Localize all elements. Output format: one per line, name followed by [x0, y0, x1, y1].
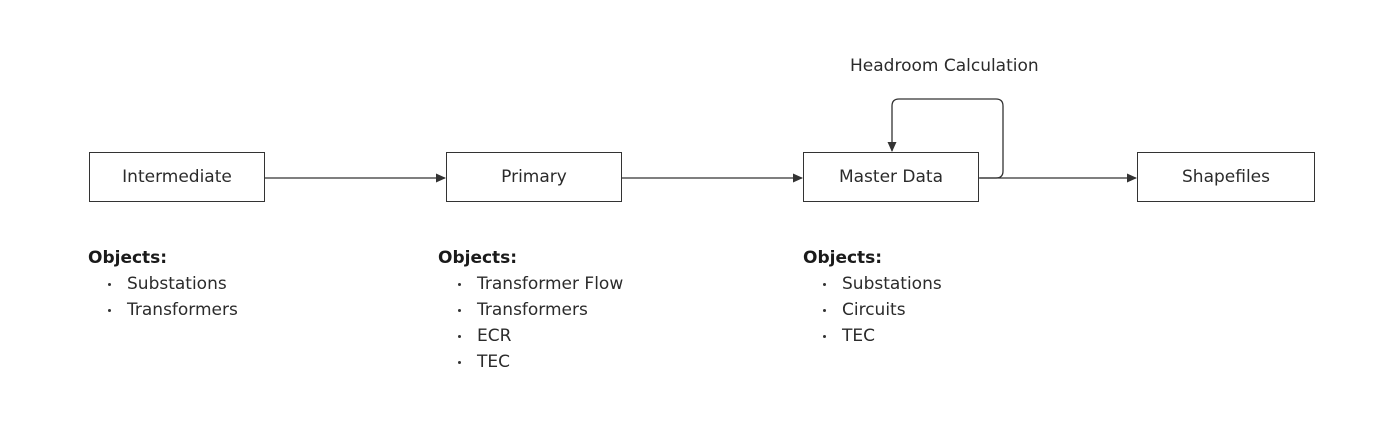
list-item: ECR: [438, 323, 623, 349]
objects-list: Substations Circuits TEC: [803, 271, 942, 349]
node-master-data[interactable]: Master Data: [803, 152, 979, 202]
node-intermediate[interactable]: Intermediate: [89, 152, 265, 202]
edge-headroom-loop: [887, 98, 1004, 179]
bullet-icon: [823, 283, 826, 286]
list-item: Transformers: [438, 297, 623, 323]
list-item: TEC: [803, 323, 942, 349]
bullet-icon: [823, 335, 826, 338]
objects-heading: Objects:: [88, 248, 168, 268]
list-item-label: Transformer Flow: [477, 274, 624, 294]
node-primary[interactable]: Primary: [446, 152, 622, 202]
list-item-label: TEC: [477, 352, 510, 372]
objects-heading: Objects:: [803, 248, 883, 268]
list-item-label: Substations: [842, 274, 942, 294]
list-item-label: TEC: [842, 326, 875, 346]
objects-intermediate: Objects: Substations Transformers: [88, 245, 238, 323]
bullet-icon: [458, 283, 461, 286]
list-item: Substations: [803, 271, 942, 297]
list-item-label: ECR: [477, 326, 512, 346]
bullet-icon: [108, 283, 111, 286]
node-shapefiles[interactable]: Shapefiles: [1137, 152, 1315, 202]
list-item-label: Transformers: [477, 300, 588, 320]
list-item-label: Transformers: [127, 300, 238, 320]
list-item-label: Circuits: [842, 300, 906, 320]
objects-master-data: Objects: Substations Circuits TEC: [803, 245, 942, 349]
bullet-icon: [823, 309, 826, 312]
bullet-icon: [458, 309, 461, 312]
bullet-icon: [458, 335, 461, 338]
node-intermediate-label: Intermediate: [122, 167, 232, 187]
list-item-label: Substations: [127, 274, 227, 294]
bullet-icon: [458, 361, 461, 364]
node-master-data-label: Master Data: [838, 167, 944, 187]
bullet-icon: [108, 309, 111, 312]
list-item: Circuits: [803, 297, 942, 323]
node-shapefiles-label: Shapefiles: [1182, 167, 1270, 187]
objects-heading: Objects:: [438, 248, 518, 268]
list-item: Substations: [88, 271, 238, 297]
list-item: Transformer Flow: [438, 271, 623, 297]
objects-list: Transformer Flow Transformers ECR TEC: [438, 271, 623, 375]
headroom-calculation-label: Headroom Calculation: [850, 56, 1039, 76]
node-primary-label: Primary: [501, 167, 567, 187]
list-item: Transformers: [88, 297, 238, 323]
objects-primary: Objects: Transformer Flow Transformers E…: [438, 245, 623, 375]
objects-list: Substations Transformers: [88, 271, 238, 323]
list-item: TEC: [438, 349, 623, 375]
